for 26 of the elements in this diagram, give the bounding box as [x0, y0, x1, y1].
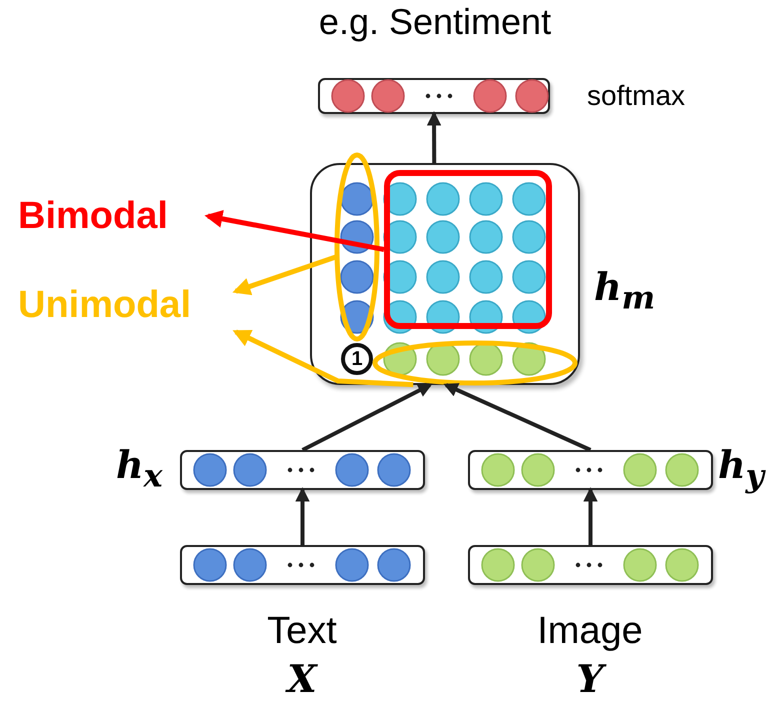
layer-box [180, 450, 425, 490]
variable-label: Y [576, 660, 604, 698]
vector-label: h$_{x}$ [116, 446, 163, 492]
layer-box [468, 450, 713, 490]
input-label: Text [267, 612, 337, 650]
arrow [583, 487, 598, 545]
vector-label: h$_{m}$ [594, 268, 656, 314]
arrow [302, 383, 432, 452]
layer-box [468, 545, 713, 585]
arrow [295, 487, 310, 545]
leader-arrow [232, 330, 414, 388]
layer-label: softmax [587, 82, 686, 110]
modality-label: Bimodal [18, 195, 208, 239]
modality-label: Unimodal [18, 284, 238, 336]
input-label: Image [537, 612, 643, 650]
output-label: e.g. Sentiment [318, 4, 552, 40]
highlight-rect [384, 170, 552, 329]
layer-box [318, 78, 550, 114]
arrow [443, 383, 592, 452]
bias-value: 1 [350, 349, 364, 369]
vector-label: h$_{y}$ [718, 446, 764, 492]
layer-box [180, 545, 425, 585]
fusion-matrix-box [310, 163, 580, 385]
variable-label: X [287, 660, 317, 698]
leader-arrow [204, 210, 384, 252]
arrow [426, 111, 442, 163]
